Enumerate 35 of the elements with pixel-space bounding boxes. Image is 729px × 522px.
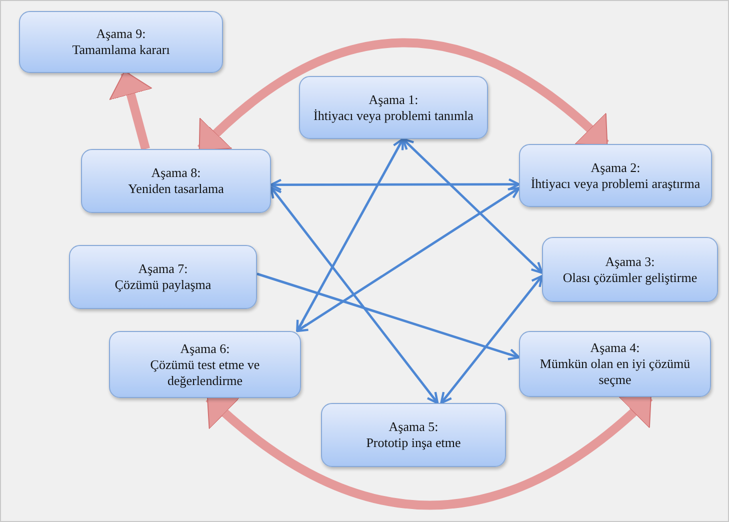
stage-box: [542, 237, 718, 302]
stage-heading: Aşama 3:: [605, 254, 655, 270]
arrow: [402, 138, 544, 274]
stage-box: [109, 331, 301, 398]
stage-box: [69, 245, 257, 309]
arrow: [256, 272, 520, 360]
stage-description: İhtiyacı veya problemi araştırma: [530, 176, 700, 192]
arrow: [109, 70, 153, 150]
stage-heading: Aşama 4:: [590, 340, 640, 356]
arrow: [270, 186, 439, 404]
arrow: [270, 178, 520, 191]
arrow: [440, 274, 544, 404]
stage-box: [299, 76, 488, 139]
stage-description: Çözümü test etme ve değerlendirme: [149, 356, 261, 388]
arrow: [296, 138, 404, 332]
stage-description: İhtiyacı veya problemi tanımla: [314, 108, 474, 124]
stage-description: Çözümü paylaşma: [114, 277, 212, 293]
stage-box: [19, 11, 223, 73]
stage-description: Yeniden tasarlama: [128, 181, 224, 197]
stage-description: Tamamlama kararı: [72, 42, 170, 58]
stage-description: Olası çözümler geliştirme: [562, 270, 698, 286]
arrow: [296, 187, 520, 332]
stage-heading: Aşama 2:: [590, 160, 640, 176]
stage-box: [81, 149, 271, 213]
stage-heading: Aşama 6:: [180, 340, 230, 356]
stage-heading: Aşama 5:: [388, 419, 438, 435]
stage-box: [321, 403, 506, 467]
stage-box: [519, 144, 712, 207]
stage-description: Prototip inşa etme: [366, 435, 461, 451]
stage-heading: Aşama 8:: [151, 165, 201, 181]
stage-box: [519, 331, 711, 397]
stage-heading: Aşama 1:: [368, 92, 418, 108]
stage-heading: Aşama 9:: [96, 26, 146, 42]
stage-description: Mümkün olan en iyi çözümü seçme: [538, 356, 692, 388]
stage-heading: Aşama 7:: [138, 261, 188, 277]
